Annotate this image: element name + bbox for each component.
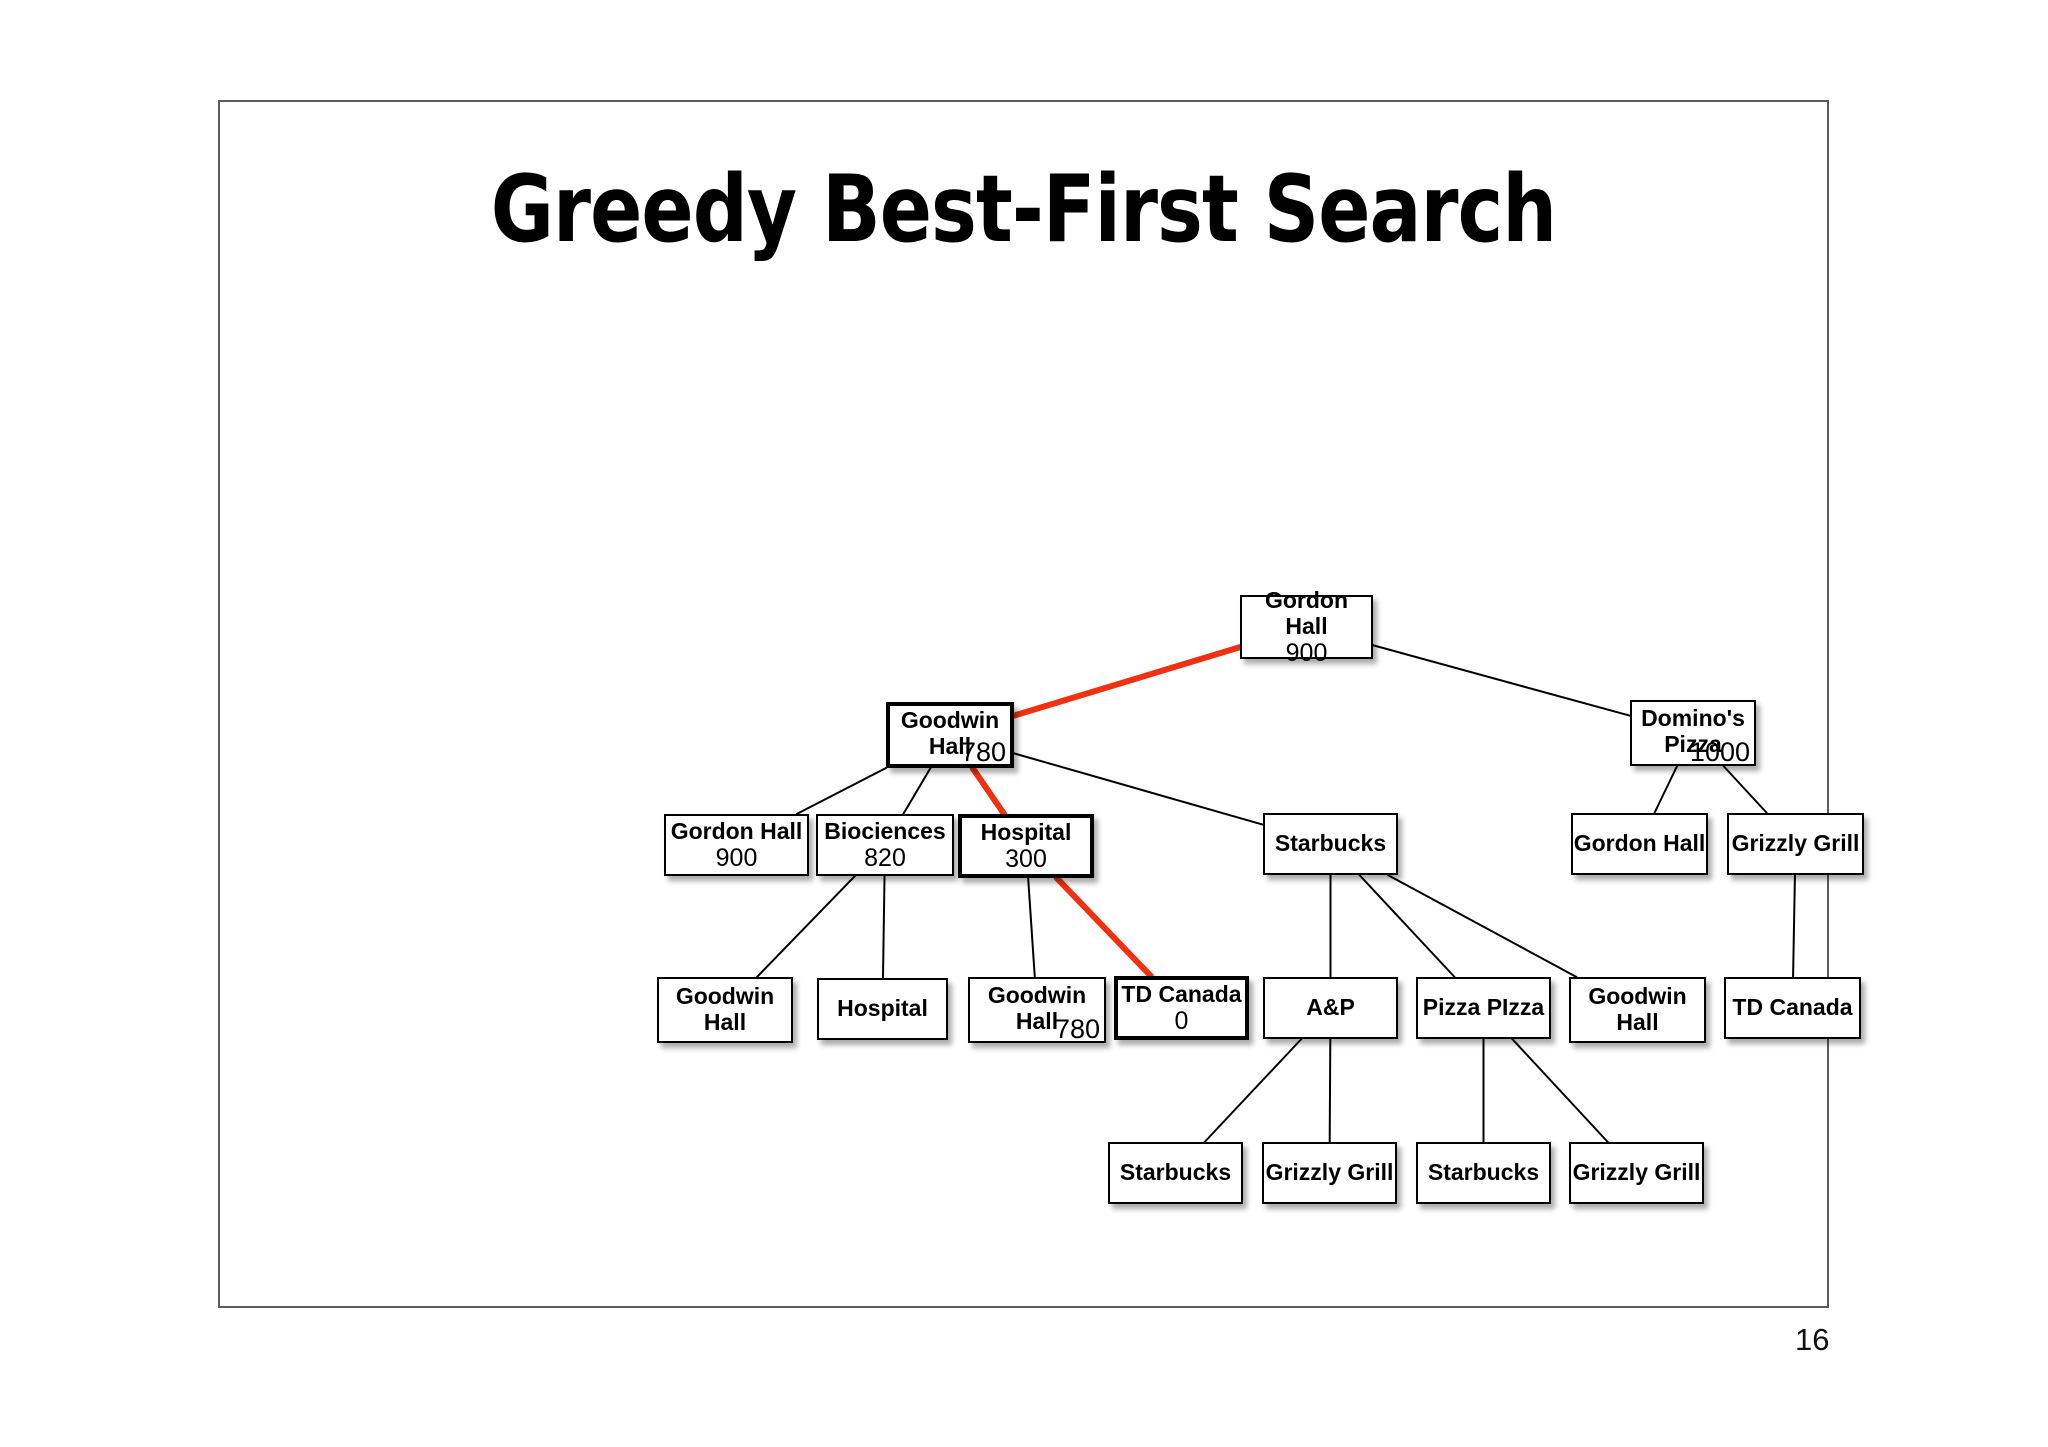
tree-node[interactable]: Gordon Hall xyxy=(1571,813,1708,875)
tree-node-label: Grizzly Grill xyxy=(1572,1159,1701,1186)
tree-node-label: Starbucks xyxy=(1427,1159,1540,1186)
tree-edge xyxy=(1386,874,1578,978)
tree-node-label: TD Canada xyxy=(1732,994,1853,1021)
tree-node[interactable]: Goodwin Hall xyxy=(1569,977,1706,1043)
tree-edges-layer xyxy=(756,644,1796,1143)
tree-node-cost: 780 xyxy=(960,737,1006,767)
tree-node-label: Goodwin Hall xyxy=(675,983,775,1035)
tree-node-label: Goodwin Hall xyxy=(900,707,1000,759)
tree-edge xyxy=(795,766,887,815)
tree-node-label: Pizza PIzza xyxy=(1422,994,1545,1021)
tree-node-label: Domino's Pizza xyxy=(1641,705,1745,757)
tree-edge xyxy=(756,875,856,978)
tree-node-label: Grizzly Grill xyxy=(1731,830,1860,857)
tree-edge xyxy=(902,767,932,815)
tree-node[interactable]: Grizzly Grill xyxy=(1727,813,1864,875)
tree-node-label: Starbucks xyxy=(1274,830,1387,857)
page-number: 16 xyxy=(1795,1322,1830,1357)
tree-node-label: Grizzly Grill xyxy=(1265,1159,1394,1186)
tree-node-label: A&P xyxy=(1306,994,1355,1021)
tree-node[interactable]: Grizzly Grill xyxy=(1262,1142,1397,1204)
tree-edge xyxy=(1653,765,1679,814)
tree-node-label: Hospital xyxy=(837,995,928,1022)
tree-edge xyxy=(1328,1038,1332,1143)
tree-node-label: Hospital xyxy=(980,819,1072,846)
tree-node[interactable]: Grizzly Grill xyxy=(1569,1142,1704,1204)
tree-edge xyxy=(1358,874,1456,978)
tree-node-label: Gordon Hall xyxy=(1573,830,1706,857)
tree-node-cost: 300 xyxy=(1005,844,1047,873)
page-title: Greedy Best-First Search xyxy=(490,155,1557,263)
tree-node-label: Biociences xyxy=(824,818,946,845)
tree-edge xyxy=(1792,874,1796,978)
tree-edge xyxy=(1372,644,1631,717)
tree-edge-highlight xyxy=(1011,644,1243,719)
tree-edge xyxy=(1027,877,1036,978)
tree-node[interactable]: Pizza PIzza xyxy=(1416,977,1551,1039)
tree-edge xyxy=(1511,1038,1609,1143)
tree-node-label: Gordon Hall xyxy=(1264,587,1349,639)
tree-node[interactable]: Goodwin Hall xyxy=(657,977,793,1043)
tree-node[interactable]: A&P xyxy=(1263,977,1398,1039)
tree-edge-highlight xyxy=(969,765,1008,817)
tree-node-label: Goodwin Hall xyxy=(1588,983,1687,1035)
tree-node[interactable]: Starbucks xyxy=(1108,1142,1243,1204)
tree-node-label: Goodwin Hall xyxy=(987,982,1087,1034)
tree-node-cost: 900 xyxy=(1285,638,1328,667)
tree-node[interactable]: Starbucks xyxy=(1416,1142,1551,1204)
tree-edge xyxy=(1203,1038,1303,1143)
tree-node-cost: 900 xyxy=(715,843,758,872)
tree-edge xyxy=(881,875,886,979)
tree-node-label: Starbucks xyxy=(1119,1159,1232,1186)
tree-node-cost: 820 xyxy=(864,843,906,872)
tree-node[interactable]: Hospital xyxy=(817,978,948,1040)
tree-node-cost: 0 xyxy=(1174,1006,1189,1035)
tree-node-cost: 1000 xyxy=(1689,737,1750,767)
tree-node[interactable]: Starbucks xyxy=(1263,813,1398,875)
tree-node-cost: 780 xyxy=(1054,1014,1100,1044)
tree-edge-highlight xyxy=(1053,875,1154,979)
tree-node[interactable]: TD Canada xyxy=(1724,977,1861,1039)
tree-node-label: TD Canada xyxy=(1121,981,1242,1008)
tree-node-label: Gordon Hall xyxy=(670,818,803,845)
tree-edge xyxy=(1722,765,1768,814)
